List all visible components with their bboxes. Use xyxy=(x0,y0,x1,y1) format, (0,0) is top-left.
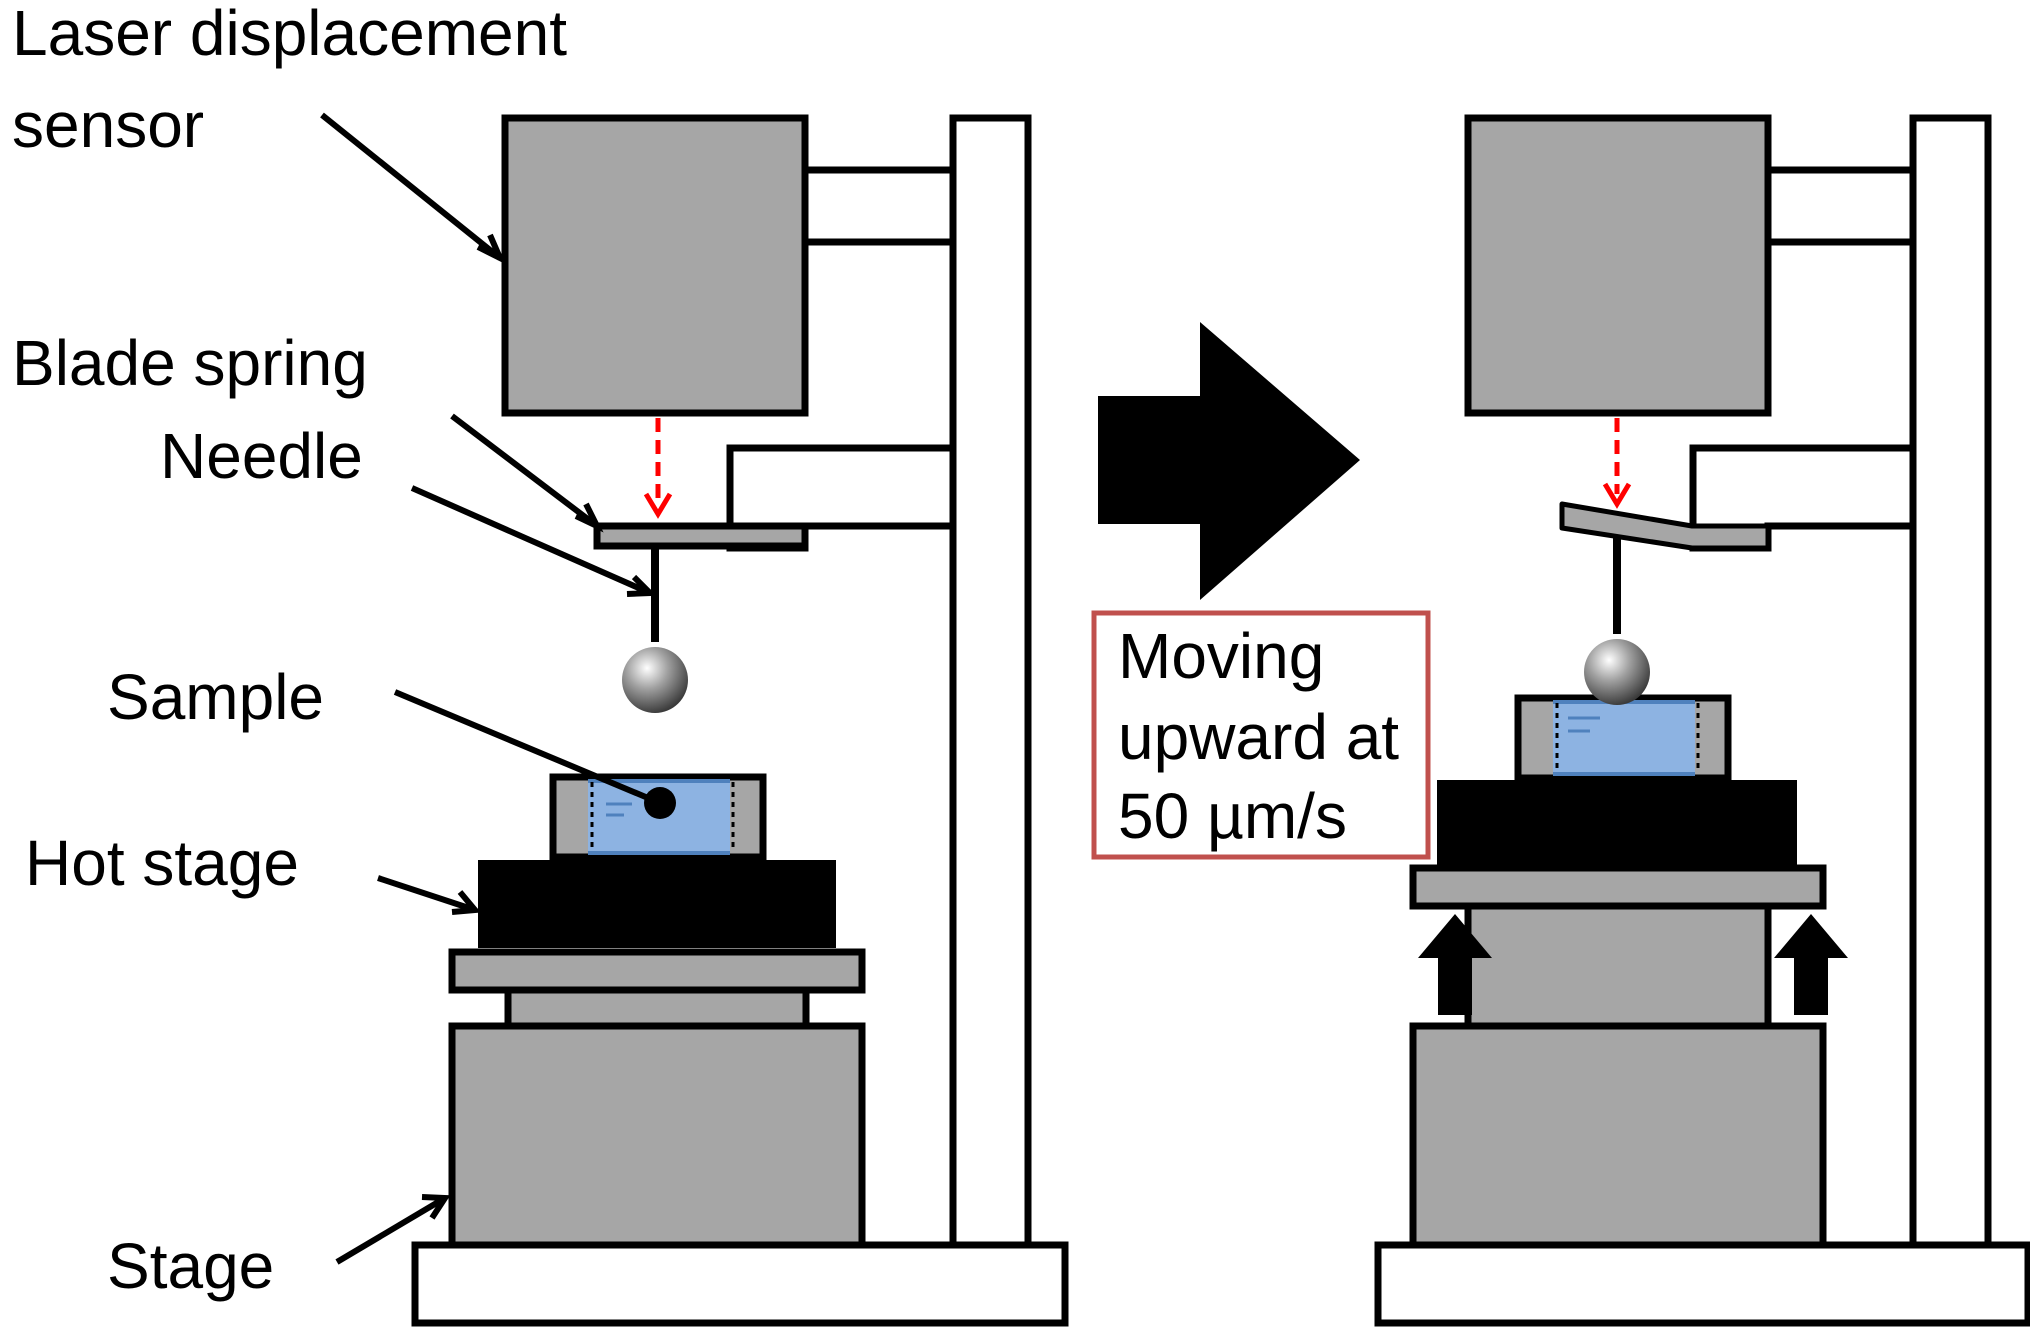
left-base-plate xyxy=(411,1241,1069,1327)
transition-arrow xyxy=(1098,322,1360,600)
label-hot-stage: Hot stage xyxy=(25,827,299,899)
left-leader-lines xyxy=(320,112,662,1265)
leader-needle xyxy=(410,485,652,596)
leader-stage xyxy=(335,1195,447,1265)
leader-hot-stage xyxy=(377,875,476,913)
label-blade-spring: Blade spring xyxy=(12,327,368,399)
leader-blade-spring xyxy=(450,413,599,529)
right-stage-column xyxy=(1464,902,1772,1030)
right-stage-block xyxy=(1409,1022,1827,1249)
left-sensor-arm xyxy=(801,166,957,246)
leader-stage-head xyxy=(421,1194,451,1220)
right-sensor-arm xyxy=(1764,166,1917,246)
leader-sample-dot xyxy=(644,787,676,819)
left-stage-column xyxy=(504,986,810,1030)
right-up-arrow-right xyxy=(1774,914,1848,1015)
right-hot-stage xyxy=(1437,780,1797,866)
motion-annotation-line2: upward at xyxy=(1118,701,1399,773)
leader-hot-stage-head xyxy=(451,890,481,915)
right-frame-column xyxy=(1909,114,1992,1249)
leader-needle-head xyxy=(626,574,657,597)
leader-blade-spring-head xyxy=(574,502,604,533)
left-apparatus xyxy=(320,112,1069,1327)
right-sample xyxy=(1553,701,1695,775)
left-laser-sensor xyxy=(501,114,809,417)
left-laser-beam-arrowhead xyxy=(643,492,673,519)
left-blade-spring xyxy=(593,522,809,550)
motion-annotation-box xyxy=(1091,610,1431,860)
label-stage: Stage xyxy=(107,1230,274,1302)
label-needle: Needle xyxy=(160,420,363,492)
leader-laser-sensor-head xyxy=(476,233,507,265)
left-stage-plate xyxy=(448,948,866,994)
right-base-plate xyxy=(1374,1241,2030,1327)
right-blade-spring xyxy=(1559,501,1771,551)
leader-sample xyxy=(393,689,662,806)
right-stage-plate xyxy=(1409,864,1827,910)
left-indenter-ball xyxy=(622,647,688,713)
left-stage-block xyxy=(448,1022,866,1249)
motion-annotation: Moving upward at 50 µm/s xyxy=(1091,610,1431,860)
label-laser-line2: sensor xyxy=(12,89,204,161)
left-frame-column xyxy=(949,114,1032,1249)
leader-laser-sensor xyxy=(320,112,502,261)
right-apparatus xyxy=(1374,114,2030,1327)
motion-annotation-line1: Moving xyxy=(1118,620,1324,692)
motion-annotation-line3: 50 µm/s xyxy=(1118,780,1347,852)
label-laser-line1: Laser displacement xyxy=(12,0,567,69)
right-laser-beam-arrowhead xyxy=(1602,482,1632,509)
label-sample: Sample xyxy=(107,661,324,733)
left-hot-stage xyxy=(478,860,836,948)
right-laser-sensor xyxy=(1464,114,1772,417)
right-up-arrow-left xyxy=(1418,914,1492,1015)
right-indenter-ball xyxy=(1584,639,1650,705)
